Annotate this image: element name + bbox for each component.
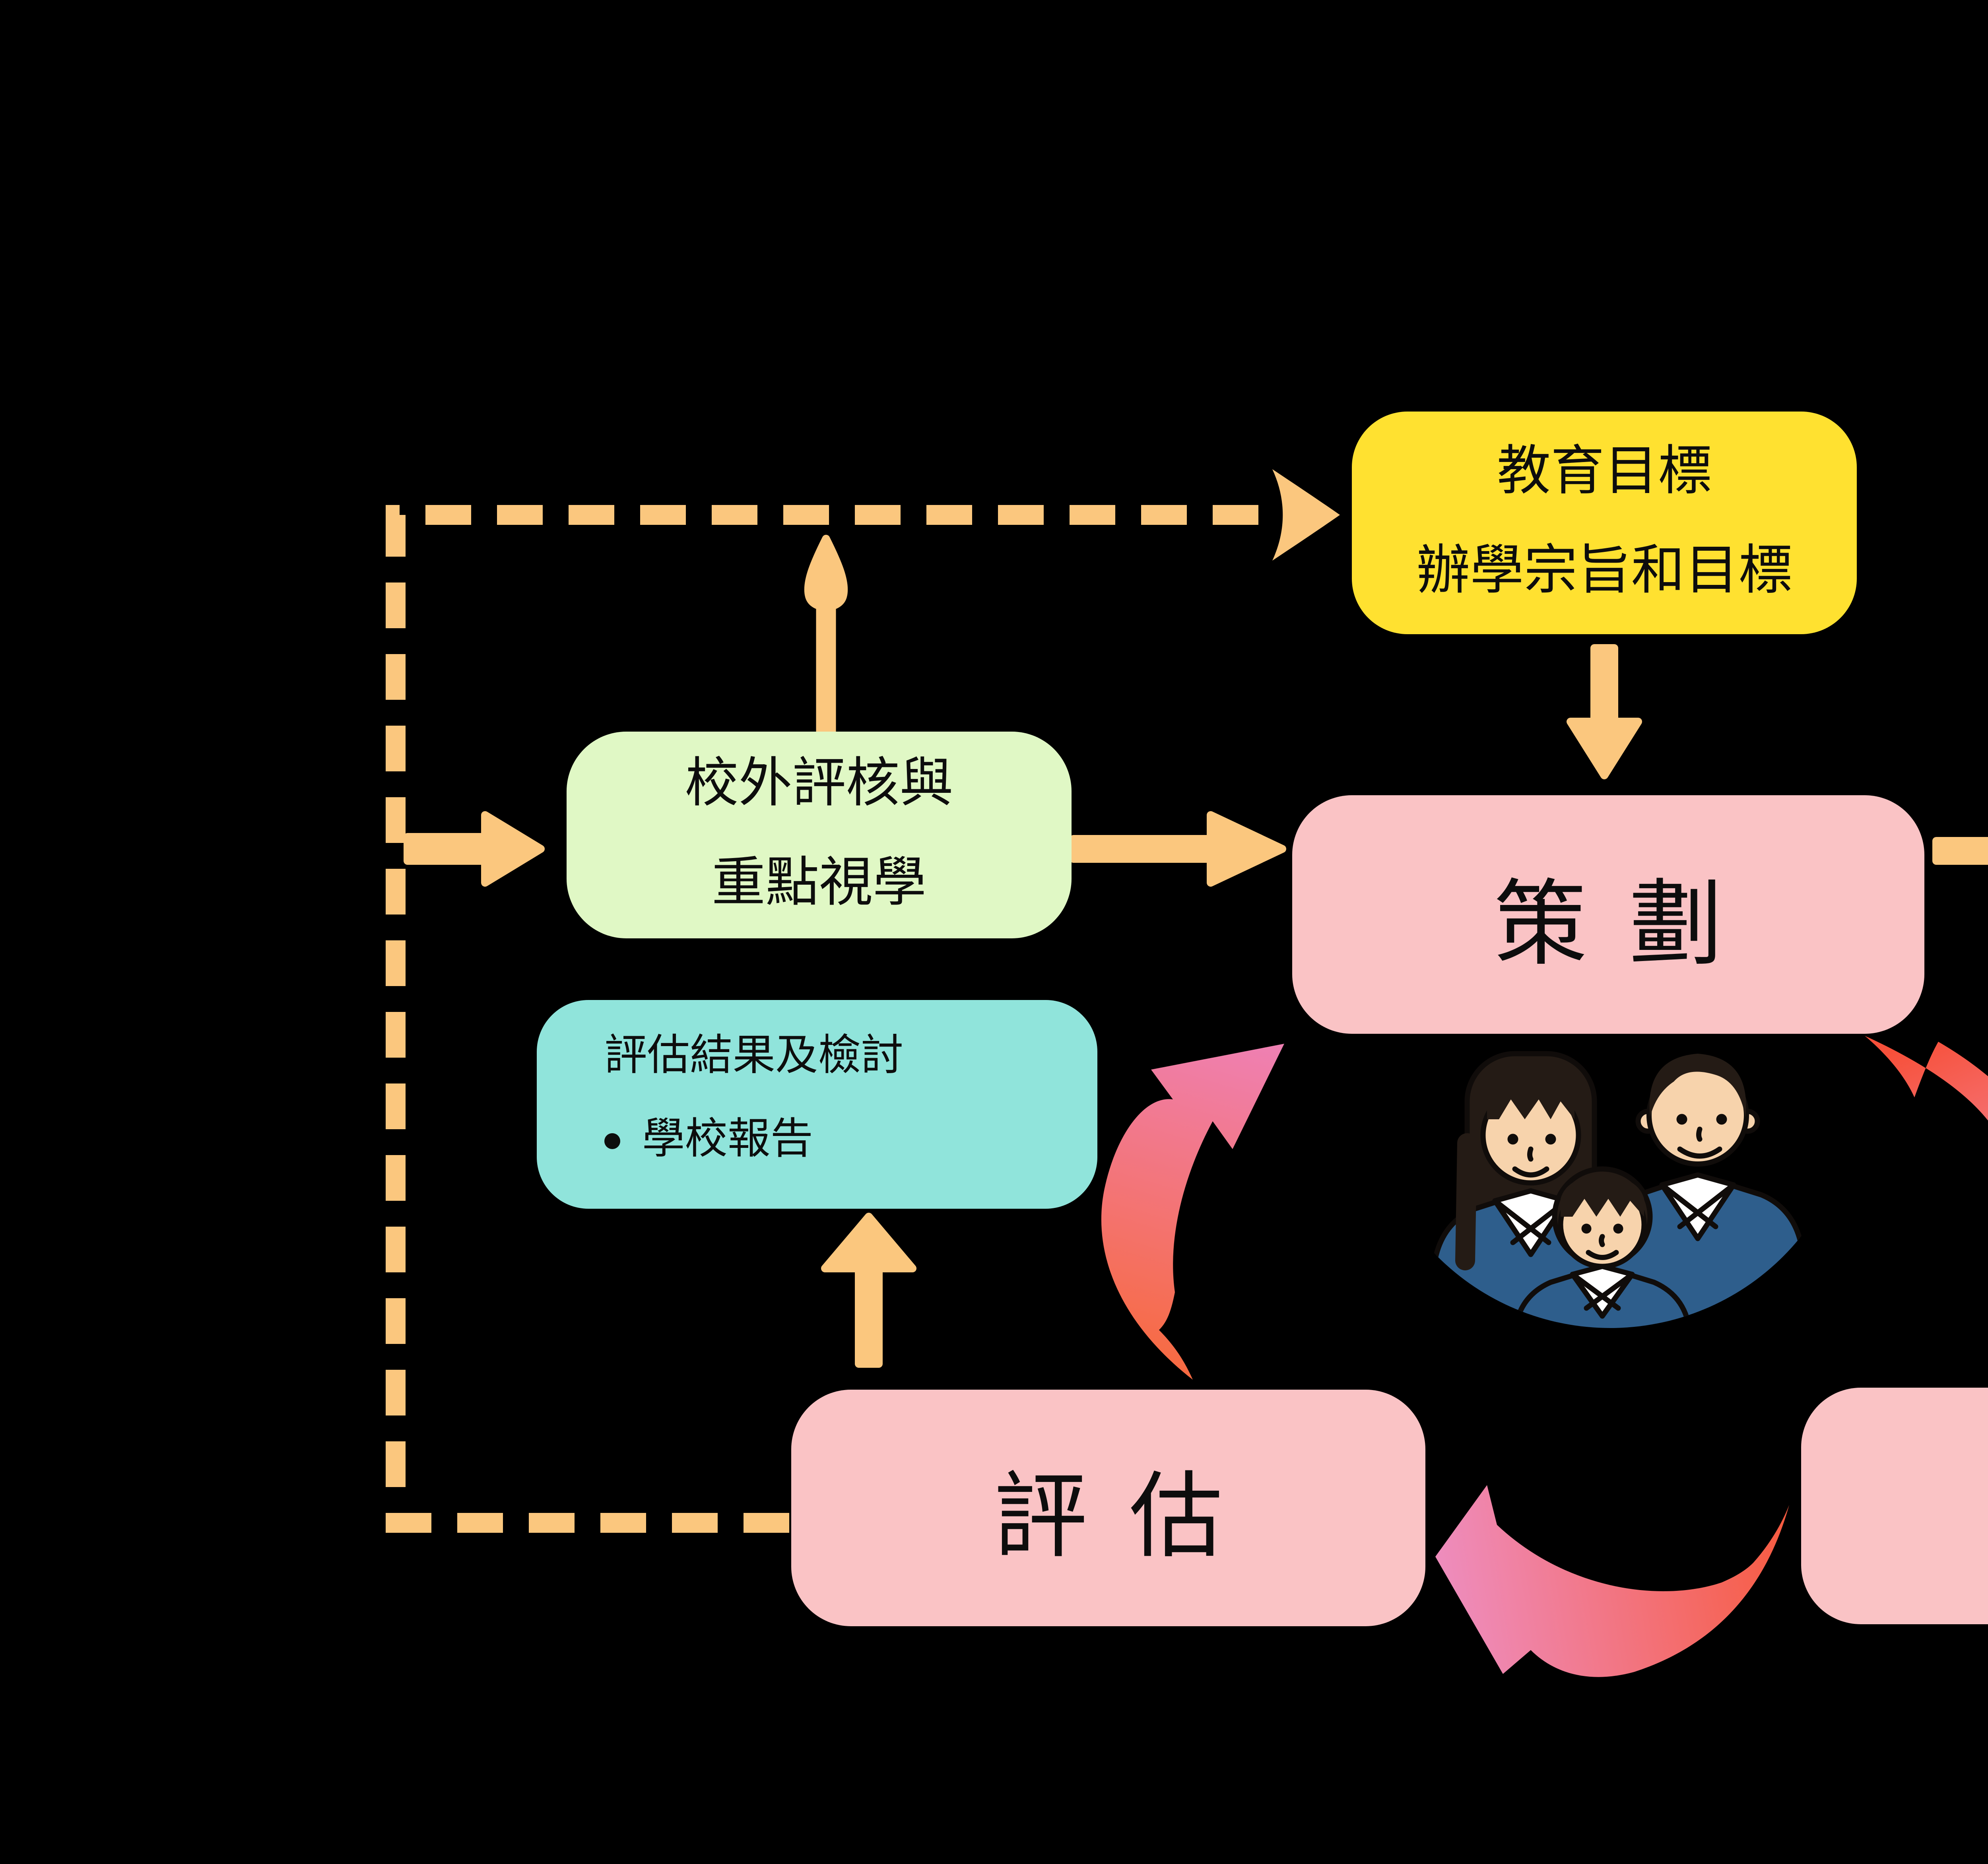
evaluate-label: 評估 — [994, 1463, 1265, 1569]
list-item: 學校報告 — [604, 1108, 1077, 1175]
plan-box: 策劃 — [1292, 795, 1924, 1034]
goals-box: 教育目標 辦學宗旨和目標 — [1352, 412, 1857, 634]
goals-line-1: 教育目標 — [1497, 441, 1712, 501]
arrow-feedback-to-external — [404, 811, 545, 887]
cycle-arrow-evaluate-to-plan — [1101, 1044, 1284, 1380]
arrow-evaluate-to-review — [821, 1213, 916, 1368]
review-bullet-1: 學校報告 — [642, 1116, 813, 1164]
arrow-external-up-head — [804, 535, 848, 611]
dashed-feedback-path — [386, 505, 1272, 1533]
arrow-external-up-stem — [816, 592, 836, 736]
external-line-2: 重點視學 — [712, 853, 926, 913]
goals-line-2: 辦學宗旨和目標 — [1416, 541, 1792, 600]
arrow-goals-to-plan — [1567, 644, 1642, 779]
external-line-1: 校外評核與 — [685, 753, 953, 814]
bullet-dot — [604, 1133, 620, 1149]
arrow-plan-to-outcomes — [1932, 837, 1988, 865]
implement-box: 推行 — [1801, 1388, 1988, 1624]
implement-label: 推行 — [1962, 1437, 1988, 1575]
evaluate-box: 評估 — [791, 1390, 1425, 1626]
arrow-external-to-plan — [1070, 811, 1286, 887]
students-icon — [1427, 1051, 1810, 1328]
external-review-box: 校外評核與 重點視學 — [567, 732, 1072, 938]
cycle-arrow-plan-to-implement — [1865, 1036, 1988, 1121]
cycle-arrow-implement-to-evaluate — [1435, 1485, 1789, 1677]
self-review-box: 評估結果及檢討 學校報告 — [537, 1000, 1097, 1209]
student-boy — [1510, 1166, 1695, 1328]
review-title: 評估結果及檢討 — [604, 1032, 904, 1080]
dashed-path-arrowhead — [1272, 469, 1340, 561]
plan-label: 策劃 — [1494, 870, 1765, 975]
straight-arrows — [404, 535, 1988, 1368]
